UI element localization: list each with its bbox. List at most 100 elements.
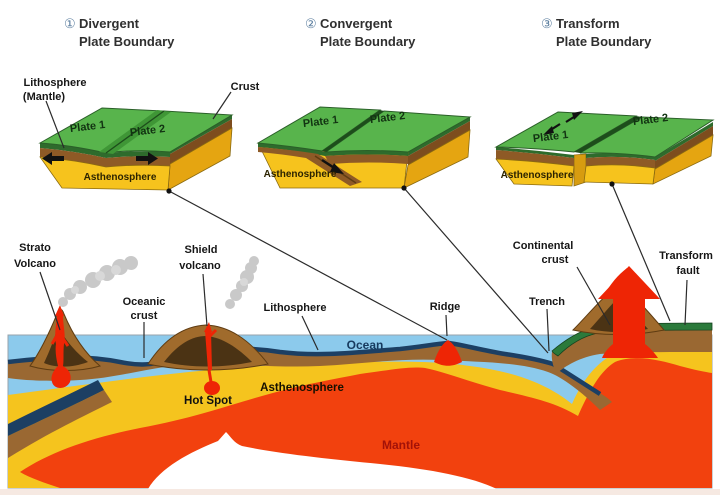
transform-to-fault-leader [611,183,671,322]
trench-leader [546,308,550,352]
b1-rift-valley-east [106,111,171,154]
b2-plate2-label: Plate 2 [369,110,406,126]
transform-number-icon: ③ [541,16,553,31]
b2-asthenosphere-label: Asthenosphere [264,169,337,180]
b3-plate2-label: Plate 2 [632,112,669,128]
b1-rift-valley-west [99,110,164,153]
shield-vent [204,322,212,332]
b2-plate1-top [256,106,382,152]
lithosphere-mantle-label-line1: Lithosphere [24,77,87,89]
lithosphere-mantle-leader [45,100,65,149]
convergent-leader-dot [401,185,407,191]
b2-plate1-label: Plate 1 [302,114,339,130]
mantle-cutout [148,432,497,489]
b1-side-crust [170,119,232,164]
b2-side-crust [408,121,470,165]
shield-magma-branch [206,328,218,383]
ocean-label: Ocean [347,338,384,352]
divergent-block: Plate 1 Plate 2 Asthenosphere [38,107,234,191]
b2-boundary-seam [322,110,384,152]
b3-right-asthenosphere [583,164,656,185]
b3-plate2-top [579,116,715,158]
b2-plate2-crust-strip [325,154,408,164]
b3-plate1-label: Plate 1 [532,129,569,145]
strato-volcano-leader [39,271,61,331]
b1-plate2-label: Plate 2 [129,123,166,139]
b1-plate1-label: Plate 1 [69,119,106,135]
crust-label: Crust [231,81,260,93]
b2-side-asthenosphere [403,129,471,189]
b2-subducting-slab [258,147,362,186]
convergent-heading-line2: Plate Boundary [320,34,416,49]
leader-dots [166,181,615,194]
b1-front-green-edge [40,143,170,158]
b2-front-green-edge [258,143,408,156]
b3-plate1-top [494,111,638,153]
mantle-label: Mantle [382,438,420,452]
convergent-number-icon: ② [305,16,317,31]
strato-smoke-plume [58,256,138,307]
shield-magma-conduit [205,331,212,370]
shield-volcano-leader [202,273,208,327]
b1-asthenosphere-label: Asthenosphere [84,172,157,183]
transform-leader-dot [609,181,615,187]
ridge-magma [434,340,462,366]
transform-arrow-left-icon [543,126,554,135]
b3-left-green-edge [496,147,574,158]
b1-front-asthenosphere [39,156,171,191]
bottom-strip [0,489,720,495]
shield-volcano-label-line1: Shield [184,244,217,256]
b2-plate2-top [324,110,472,153]
convergent-heading-line1: Convergent [320,16,393,31]
strato-vent [55,305,64,316]
old-slab-crust [8,380,104,436]
ridge-leader [445,314,448,337]
convergent-to-trench-leader [403,187,549,354]
strato-volcano-label-line2: Volcano [14,258,56,270]
continental-crust-label-line1: Continental [513,240,574,252]
transform-fault-seam [574,116,642,153]
labels: Lithosphere (Mantle) Crust Strato Volcan… [14,77,713,452]
strato-volcano-label-line1: Strato [19,242,51,254]
lithosphere-label: Lithosphere [264,302,327,314]
b3-asthenosphere-label: Asthenosphere [501,170,574,181]
divergent-arrow-right-icon [136,152,158,165]
lithosphere-mantle-label-line2: (Mantle) [23,91,66,103]
shield-smoke-plume [225,256,259,309]
transform-fault-leader [684,279,688,326]
ridge-label: Ridge [430,301,461,313]
trench-label: Trench [529,296,565,308]
transform-fault-label-line1: Transform [659,250,713,262]
b3-left-asthenosphere [495,158,575,187]
b1-rift-seam [105,110,165,154]
divergent-leader-dot [166,188,172,194]
oceanic-crust-label-line2: crust [131,310,158,322]
magma-branches [50,329,70,347]
magma-plume-arrow [598,266,660,358]
divergent-heading-line1: Divergent [79,16,140,31]
hot-spot-blob [204,381,220,395]
crust-leader [212,91,232,120]
b1-front-crust [40,148,170,167]
subduction-arrow-icon [330,163,344,174]
hot-spot-label: Hot Spot [184,395,232,407]
b3-side-crust [655,126,713,169]
oceanic-crust-label-line1: Oceanic [123,296,166,308]
b3-side-green-edge [655,122,713,161]
old-slab-brown [8,390,112,458]
transform-block: Plate 1 Plate 2 Asthenosphere [494,111,715,187]
convergent-block: Plate 1 Plate 2 Asthenosphere [256,106,472,189]
continental-crust-leader [576,266,611,326]
lithosphere-leader [301,315,319,351]
cross-section [0,256,720,495]
headings: ① Divergent Plate Boundary ② Convergent … [64,16,652,49]
continental-crust-label-line2: crust [542,254,569,266]
transform-arrow-right-icon [572,111,583,120]
divergent-number-icon: ① [64,16,76,31]
leader-lines [39,91,688,358]
shield-volcano-label-line2: volcano [179,260,221,272]
asthenosphere-label: Asthenosphere [260,382,344,394]
transform-fault-label-line2: fault [676,265,700,277]
oceanic-crust-line [7,340,602,396]
